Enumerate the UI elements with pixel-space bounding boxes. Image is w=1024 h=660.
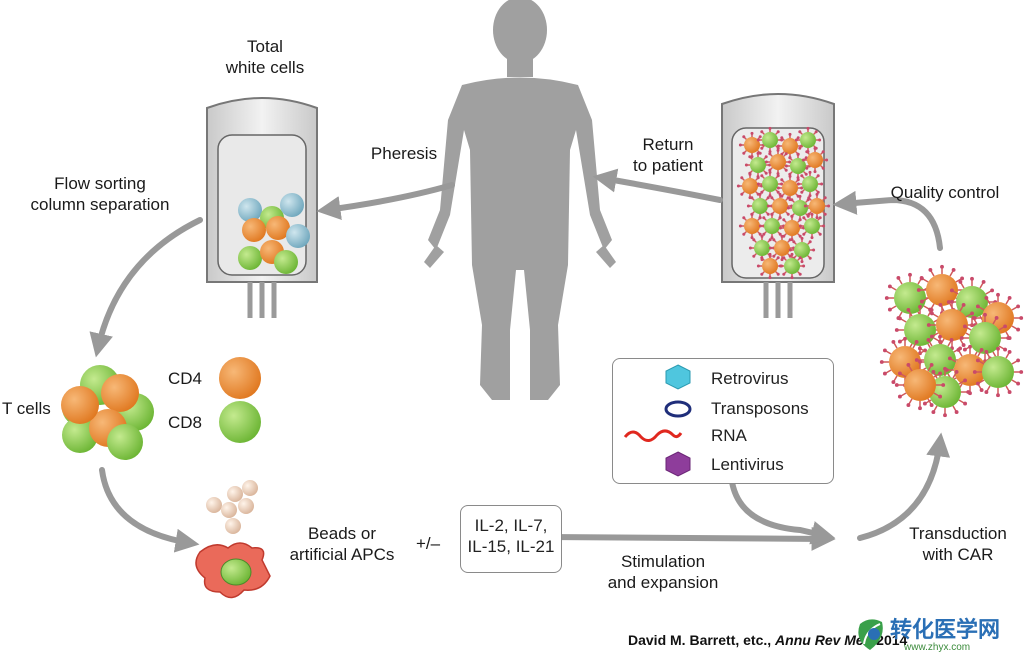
car-t-cell-icon — [894, 359, 946, 411]
legend-label-retrovirus: Retrovirus — [711, 369, 789, 388]
car-t-cell-icon — [738, 131, 766, 159]
stimulation-label: Stimulation and expansion — [607, 552, 719, 592]
cd4-label: CD4 — [168, 369, 203, 388]
car-t-cell-cluster-icon — [879, 264, 1024, 418]
total-white-cells-label: Total white cells — [225, 37, 305, 77]
artificial-apc-icon — [195, 542, 271, 599]
right-blood-bag-icon — [721, 93, 835, 318]
car-t-cell-icon — [784, 152, 812, 180]
human-silhouette-icon — [424, 0, 616, 400]
citation-year: 2014 — [872, 632, 908, 648]
bag-cells-group — [238, 193, 310, 274]
cd8-legend-cell-icon — [219, 401, 261, 443]
car-t-cell-icon — [803, 192, 831, 220]
watermark-leaf-icon — [858, 619, 883, 650]
cd4-legend-cell-icon — [219, 357, 261, 399]
left-blood-bag-icon — [206, 97, 318, 318]
car-t-cell-icon — [768, 234, 796, 262]
citation-journal: Annu Rev Med — [775, 632, 873, 648]
transduction-label: Transduction with CAR — [909, 524, 1007, 564]
car-t-cell-icon — [778, 214, 806, 242]
beads-or-apcs-label: Beads or artificial APCs — [289, 524, 395, 564]
squiggle-red-icon — [623, 429, 683, 442]
car-t-cell-icon — [756, 170, 784, 198]
return-to-patient-label: Return to patient — [633, 135, 703, 175]
car-t-cell-icon — [794, 126, 822, 154]
cd8-label: CD8 — [168, 413, 203, 432]
watermark-url: www.zhyx.com — [904, 642, 971, 653]
t-cell-cluster-icon — [61, 365, 154, 460]
watermark-logo: 转化医学网 www.zhyx.com — [852, 612, 1024, 658]
car-t-cell-icon — [764, 148, 792, 176]
quality-control-label: Quality control — [890, 183, 1000, 202]
legend-label-transposons: Transposons — [711, 399, 809, 418]
beads-icon — [206, 480, 258, 534]
car-t-cell-icon — [801, 146, 829, 174]
pheresis-label: Pheresis — [370, 144, 438, 163]
car-t-cell-icon — [758, 212, 786, 240]
car-t-cell-icon — [756, 126, 784, 154]
cytokine-box: IL-2, IL-7, IL-15, IL-21 — [460, 505, 562, 573]
plus-minus-label: +/– — [415, 534, 441, 553]
process-arrows — [89, 168, 951, 553]
hexagon-cyan-icon — [665, 364, 691, 390]
car-t-cell-icon — [786, 194, 814, 222]
car-t-cell-icon — [736, 172, 764, 200]
car-t-cell-icon — [926, 299, 978, 351]
transduced-cells-in-bag — [736, 126, 831, 280]
hexagon-purple-icon — [665, 451, 691, 477]
watermark-text: 转化医学网 — [890, 617, 1001, 642]
car-t-cell-icon — [798, 212, 826, 240]
flow-sorting-label: Flow sorting column separation — [30, 174, 170, 214]
legend-label-lentivirus: Lentivirus — [711, 455, 784, 474]
cytokine-text: IL-2, IL-7, IL-15, IL-21 — [467, 516, 555, 556]
car-t-cell-icon — [778, 252, 806, 280]
t-cells-label: T cells — [2, 399, 51, 418]
ellipse-navy-icon — [664, 400, 692, 418]
citation-text: David M. Barrett, etc., Annu Rev Med 201… — [628, 632, 907, 648]
citation-authors: David M. Barrett, etc., — [628, 632, 776, 648]
car-t-cell-icon — [972, 346, 1024, 398]
vector-legend-box: Retrovirus Transposons RNA Lentivirus — [612, 358, 834, 484]
legend-label-rna: RNA — [711, 426, 747, 445]
car-t-cell-icon — [796, 170, 824, 198]
